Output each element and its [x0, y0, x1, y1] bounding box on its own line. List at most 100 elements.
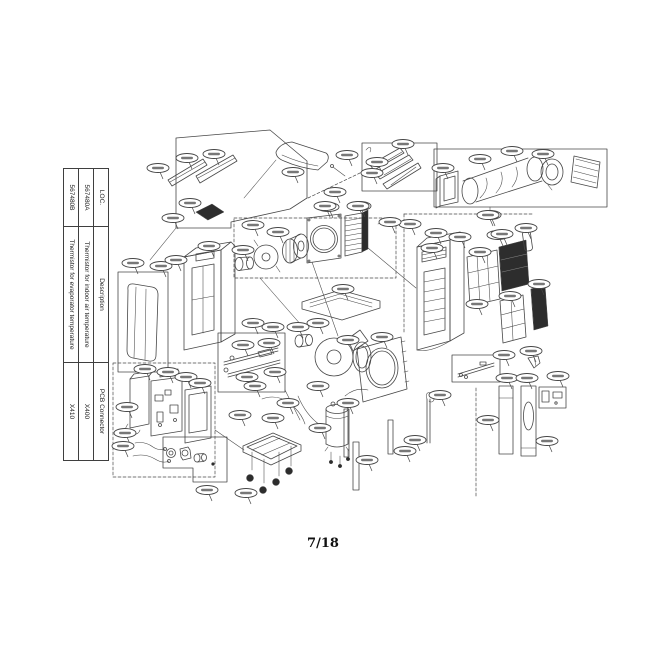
thermistor-wire-2: [132, 454, 170, 463]
base-pan-assembly: [242, 432, 302, 494]
part-callout: [281, 167, 305, 184]
part-callout: [178, 198, 202, 215]
header-connector: PCB Connector: [93, 362, 109, 461]
parts-table-wrap: LOC. Description PCB Connector 567480A T…: [63, 168, 109, 461]
part-callout: [313, 201, 337, 218]
cell-connector: X410: [63, 362, 79, 461]
part-callout: [519, 346, 543, 363]
exhaust-duct-assembly: [435, 155, 601, 209]
part-callout: [431, 163, 455, 180]
part-callout: [115, 402, 139, 419]
part-callout: [156, 367, 180, 384]
part-callout: [149, 261, 173, 278]
slider-panel-2: [520, 385, 537, 457]
part-callout: [335, 150, 359, 167]
part-callout: [495, 373, 519, 390]
front-cabinet: [183, 241, 236, 351]
part-callout: [133, 364, 157, 381]
part-callout: [331, 284, 355, 301]
part-callout: [276, 398, 300, 415]
part-callout: [370, 332, 394, 349]
header-description: Description: [93, 226, 109, 363]
part-callout: [403, 435, 427, 452]
table-row: 567480A Thermistor for indoor air temper…: [78, 168, 94, 461]
part-callout: [306, 318, 330, 335]
caster: [272, 478, 280, 486]
part-callout: [378, 217, 402, 234]
part-callout: [420, 243, 444, 260]
part-callout: [515, 373, 539, 390]
cell-loc: 567480B: [63, 168, 79, 227]
part-callout: [535, 436, 559, 453]
control-panel-assembly: [167, 141, 346, 221]
table-header-row: LOC. Description PCB Connector: [93, 168, 109, 461]
part-callout: [448, 232, 472, 249]
part-callout: [174, 372, 198, 389]
part-callout: [261, 413, 285, 430]
header-loc: LOC.: [93, 168, 109, 227]
part-callout: [360, 168, 384, 185]
part-callout: [546, 371, 570, 388]
part-callouts: [111, 139, 570, 505]
vent-grille-hatch: [195, 203, 225, 221]
part-callout: [398, 219, 422, 236]
part-callout: [531, 149, 555, 166]
part-callout: [228, 410, 252, 427]
part-callout: [391, 139, 415, 156]
part-callout: [308, 423, 332, 440]
page-number: 7/18: [307, 536, 339, 551]
parts-table: LOC. Description PCB Connector 567480A T…: [63, 168, 109, 461]
part-callout: [195, 485, 219, 502]
part-callout: [235, 372, 259, 389]
part-callout: [468, 154, 492, 171]
caster: [246, 474, 254, 482]
remote-control: [541, 390, 550, 403]
part-callout: [241, 318, 265, 335]
part-callout: [266, 227, 290, 244]
part-callout: [111, 441, 135, 458]
part-callout: [428, 390, 452, 407]
part-callout: [365, 157, 389, 174]
slider-panel: [498, 385, 514, 455]
pipe: [297, 395, 321, 426]
part-callout: [197, 241, 221, 258]
part-callout: [393, 446, 417, 463]
part-callout: [146, 163, 170, 180]
part-callout: [241, 220, 265, 237]
part-callout: [476, 210, 500, 227]
part-callout: [231, 245, 255, 262]
side-panel-dark: [530, 284, 549, 331]
table-row: 567480B Thermistor for evaporator temper…: [63, 168, 79, 461]
part-callout: [286, 322, 310, 339]
small-parts: [166, 446, 215, 466]
part-callout: [465, 299, 489, 316]
pipe: [344, 388, 369, 397]
cell-description: Thermistor for evaporator temperature: [63, 226, 79, 363]
part-callout: [164, 255, 188, 272]
cell-loc: 567480A: [78, 168, 94, 227]
part-callout: [514, 223, 538, 240]
part-callout: [202, 149, 226, 166]
bracket-rails: [223, 347, 281, 378]
caster: [259, 486, 267, 494]
part-callout: [336, 398, 360, 415]
part-callout: [261, 322, 285, 339]
part-callout: [161, 213, 185, 230]
part-callout: [306, 381, 330, 398]
cell-connector: X400: [78, 362, 94, 461]
part-callout: [323, 187, 347, 204]
guide-lines: [149, 171, 534, 499]
thermistor-wire: [134, 442, 166, 450]
rear-cabinet-and-filters: [416, 230, 549, 351]
part-callout: [492, 350, 516, 367]
part-callout: [424, 228, 448, 245]
part-callout: [234, 488, 258, 505]
air-filter: [466, 249, 501, 307]
part-callout: [121, 258, 145, 275]
part-callout: [336, 335, 360, 352]
part-callout: [243, 381, 267, 398]
part-callout: [188, 378, 212, 395]
part-callout: [257, 338, 281, 355]
